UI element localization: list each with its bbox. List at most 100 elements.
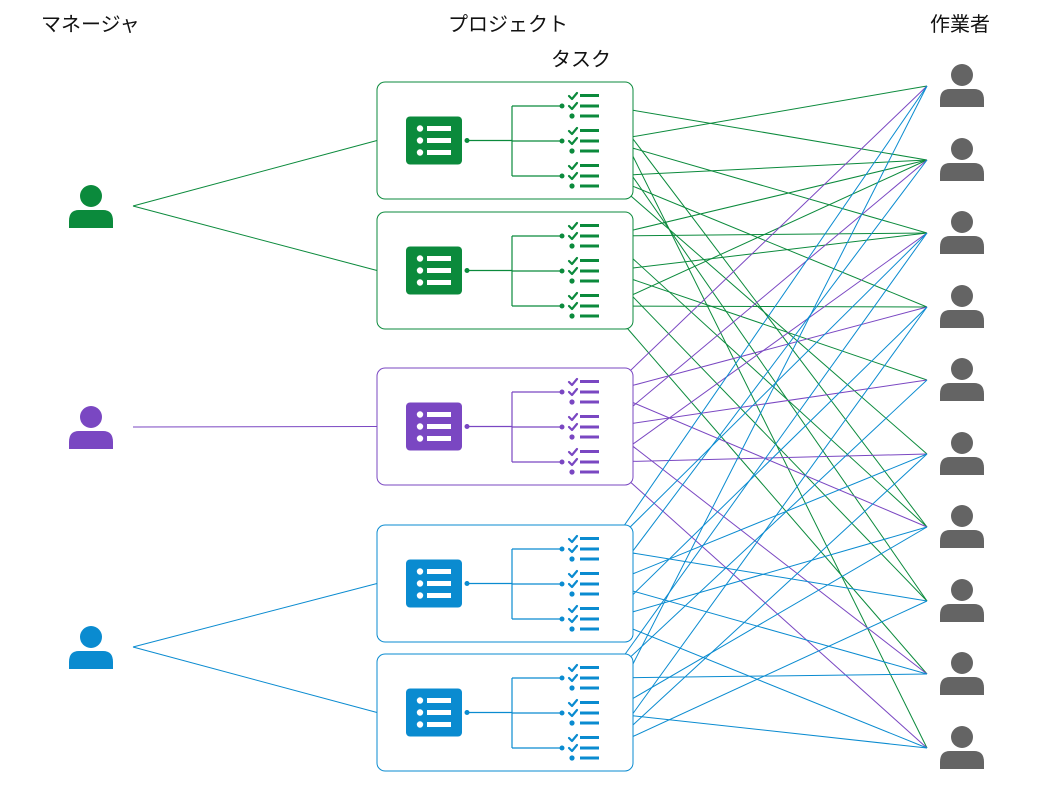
connector-dot: [559, 546, 565, 552]
connector-dot: [559, 745, 565, 751]
task-worker-line: [607, 526, 928, 714]
task-worker-line: [607, 673, 928, 679]
manager-project-line: [132, 205, 378, 271]
manager-project-line: [132, 583, 378, 648]
task-worker-line: [607, 461, 928, 749]
person-icon: [940, 64, 984, 107]
task-worker-line: [607, 85, 928, 393]
checklist-icon: [567, 126, 599, 154]
checklist-icon: [567, 291, 599, 319]
list-document-icon: [406, 402, 462, 451]
task-worker-line: [607, 712, 928, 749]
task-worker-line: [607, 159, 928, 585]
manager-project-line: [132, 140, 378, 207]
person-icon: [940, 652, 984, 695]
task-worker-line: [607, 140, 928, 234]
task-worker-line: [607, 159, 928, 307]
list-document-icon: [406, 688, 462, 737]
connection-lines: [132, 85, 928, 749]
person-icon: [69, 406, 113, 449]
task-worker-line: [607, 85, 928, 142]
connector-dot: [559, 459, 565, 465]
task-worker-line: [607, 175, 928, 455]
task-worker-line: [607, 140, 928, 602]
checklist-icon: [567, 663, 599, 691]
connector-dot: [559, 138, 565, 144]
checklist-icon: [567, 698, 599, 726]
person-icon: [940, 285, 984, 328]
task-worker-line: [607, 270, 928, 381]
connector-dot: [559, 103, 565, 109]
connector-dot: [559, 173, 565, 179]
checklist-icon: [567, 91, 599, 119]
tasks-header: タスク: [551, 47, 611, 71]
task-worker-line: [607, 232, 928, 237]
projects-header: プロジェクト: [448, 12, 568, 36]
task-worker-line: [607, 391, 928, 528]
connector-dot: [559, 389, 565, 395]
checklist-icon: [567, 377, 599, 405]
task-worker-line: [607, 85, 928, 714]
checklist-icon: [567, 733, 599, 761]
person-icon: [940, 211, 984, 254]
person-icon: [940, 432, 984, 475]
task-worker-line: [607, 85, 928, 550]
task-worker-line: [607, 379, 928, 428]
task-worker-line: [607, 600, 928, 749]
task-worker-line: [607, 105, 928, 528]
task-worker-line: [607, 159, 928, 237]
connector-dot: [559, 581, 565, 587]
task-worker-line: [607, 105, 928, 749]
task-worker-line: [607, 453, 928, 749]
connector-dot: [559, 710, 565, 716]
checklist-icon: [567, 604, 599, 632]
task-worker-line: [607, 306, 928, 749]
person-icon: [940, 726, 984, 769]
task-worker-line: [607, 232, 928, 272]
task-worker-line: [607, 232, 928, 679]
person-icon: [69, 185, 113, 228]
list-document-icon: [406, 116, 462, 165]
person-icon: [940, 579, 984, 622]
connector-dot: [559, 268, 565, 274]
task-worker-line: [607, 270, 928, 602]
task-worker-line: [607, 618, 928, 749]
task-worker-line: [607, 235, 928, 528]
task-worker-line: [607, 548, 928, 602]
task-worker-line: [607, 426, 928, 675]
task-worker-line: [607, 232, 928, 550]
task-worker-line: [607, 453, 928, 585]
task-worker-line: [607, 305, 928, 308]
task-worker-line: [607, 379, 928, 679]
checklist-icon: [567, 447, 599, 475]
task-worker-line: [607, 105, 928, 161]
connector-dot: [559, 303, 565, 309]
list-document-icon: [406, 246, 462, 295]
task-worker-line: [607, 306, 928, 620]
person-icon: [940, 138, 984, 181]
task-worker-line: [607, 305, 928, 675]
task-worker-line: [607, 159, 928, 428]
connector-dot: [559, 233, 565, 239]
connector-dot: [559, 616, 565, 622]
connector-dot: [559, 675, 565, 681]
checklist-icon: [567, 412, 599, 440]
managers-header: マネージャ: [41, 12, 140, 36]
task-worker-line: [607, 159, 928, 177]
manager-project-line: [132, 646, 378, 713]
task-worker-line: [607, 453, 928, 463]
workers-header: 作業者: [930, 12, 990, 36]
person-icon: [69, 626, 113, 669]
person-icon: [940, 505, 984, 548]
connector-dot: [559, 424, 565, 430]
manager-project-line: [132, 426, 378, 428]
list-document-icon: [406, 559, 462, 608]
checklist-icon: [567, 221, 599, 249]
diagram-nodes: [69, 64, 984, 772]
task-worker-line: [607, 583, 928, 675]
person-icon: [940, 358, 984, 401]
checklist-icon: [567, 569, 599, 597]
task-worker-line: [607, 306, 928, 393]
checklist-icon: [567, 161, 599, 189]
